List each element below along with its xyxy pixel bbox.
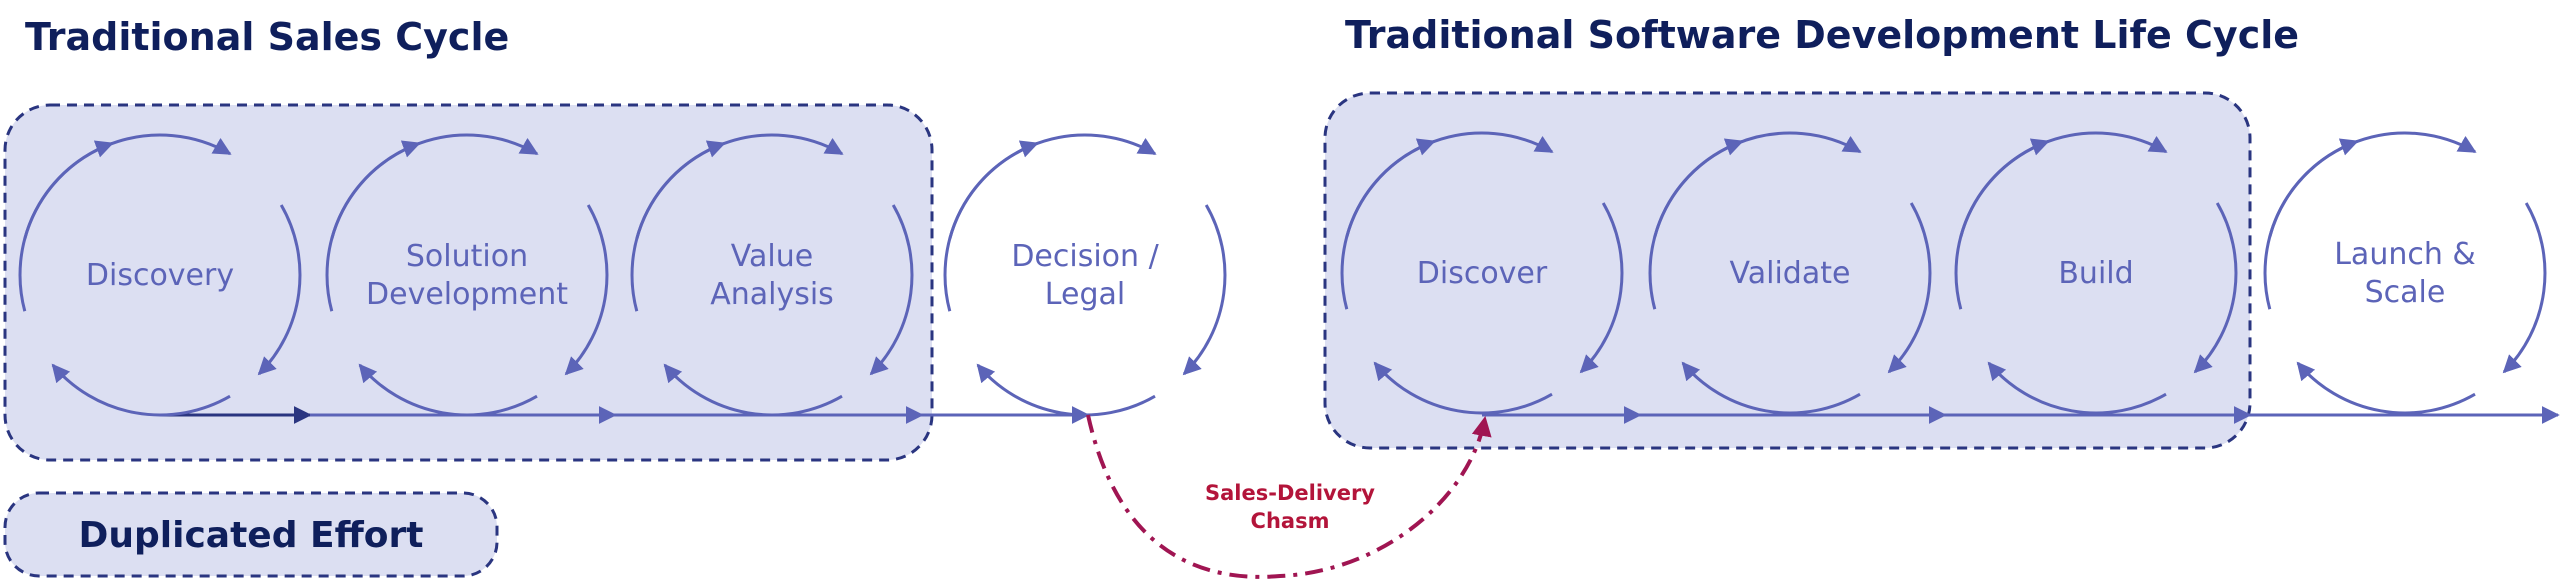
stage-label-discover: Discover bbox=[1417, 256, 1548, 291]
cycle-arrow-arc bbox=[948, 133, 1157, 240]
sdlc-title: Traditional Software Development Life Cy… bbox=[1345, 13, 2299, 57]
cycle-arrow-arc bbox=[1648, 138, 1744, 310]
cycle-arrow-arc bbox=[663, 363, 843, 417]
cycle-arrow-arc bbox=[18, 140, 114, 312]
cycle-arrow-arc bbox=[976, 363, 1156, 417]
sdlc-stages: Discover Validate Build Launch &Scale bbox=[1340, 131, 2547, 415]
cycle-arrow-arc bbox=[257, 204, 302, 376]
stage-label-build: Build bbox=[2058, 256, 2133, 291]
cycle-arrow-arc bbox=[2502, 202, 2547, 374]
cycle-arrow-arc bbox=[1987, 361, 2167, 415]
duplicated-effort-label: Duplicated Effort bbox=[79, 515, 424, 556]
stage-cycle-discover: Discover bbox=[1340, 131, 1624, 415]
stage-label-decision-legal-line-1: Decision / bbox=[1011, 239, 1159, 274]
cycle-arrow-arc bbox=[1340, 138, 1436, 310]
cycle-arrow-arc bbox=[630, 140, 726, 312]
sales-stages: DiscoverySolutionDevelopmentValueAnalysi… bbox=[18, 133, 1227, 417]
duplicated-effort-badge bbox=[3, 491, 499, 578]
chasm-label-line-1: Sales-Delivery bbox=[1205, 481, 1375, 505]
sales-cycle-title: Traditional Sales Cycle bbox=[25, 15, 509, 59]
cycle-arrow-arc bbox=[869, 204, 914, 376]
stage-label-launch-scale-line-2: Scale bbox=[2365, 275, 2446, 310]
cycle-arrow-arc bbox=[1954, 138, 2050, 310]
cycle-arrow-arc bbox=[325, 140, 421, 312]
cycle-arrow-arc bbox=[2193, 202, 2238, 374]
cycle-arrow-arc bbox=[1182, 204, 1227, 376]
stage-label-value-analysis-line-1: Value bbox=[731, 239, 813, 274]
cycle-arrow-arc bbox=[358, 363, 538, 417]
sales-delivery-chasm-arc bbox=[1086, 414, 1492, 579]
cycle-arrow-arc bbox=[1579, 202, 1624, 374]
cycle-arrow-arc bbox=[943, 140, 1039, 312]
stage-cycle-validate: Validate bbox=[1648, 131, 1932, 415]
chasm-label-line-2: Chasm bbox=[1251, 509, 1330, 533]
cycle-arrow-arc bbox=[2268, 131, 2477, 238]
stage-cycle-discovery: Discovery bbox=[18, 133, 302, 417]
sdlc-duplicated-group bbox=[1323, 91, 2252, 450]
stage-label-solution-development-line-1: Solution bbox=[406, 239, 528, 274]
stage-label-discovery: Discovery bbox=[86, 258, 234, 293]
stage-cycle-decision-legal: Decision /Legal bbox=[943, 133, 1227, 417]
cycle-arrow-arc bbox=[51, 363, 231, 417]
cycle-arrow-arc bbox=[564, 204, 609, 376]
stage-label-launch-scale-line-1: Launch & bbox=[2334, 237, 2476, 272]
cycle-arrow-arc bbox=[1681, 361, 1861, 415]
cycle-arrow-arc bbox=[2263, 138, 2359, 310]
stage-cycle-launch-scale: Launch &Scale bbox=[2263, 131, 2547, 415]
cycle-arrow-arc bbox=[1887, 202, 1932, 374]
stage-label-solution-development-line-2: Development bbox=[366, 277, 568, 312]
stage-cycle-build: Build bbox=[1954, 131, 2238, 415]
cycle-arrow-arc bbox=[1373, 361, 1553, 415]
stage-label-decision-legal-line-2: Legal bbox=[1045, 277, 1125, 312]
stage-label-validate: Validate bbox=[1730, 256, 1851, 291]
stage-label-value-analysis-line-2: Analysis bbox=[710, 277, 834, 312]
cycle-arrow-arc bbox=[2296, 361, 2476, 415]
sales-duplicated-group bbox=[3, 103, 934, 462]
